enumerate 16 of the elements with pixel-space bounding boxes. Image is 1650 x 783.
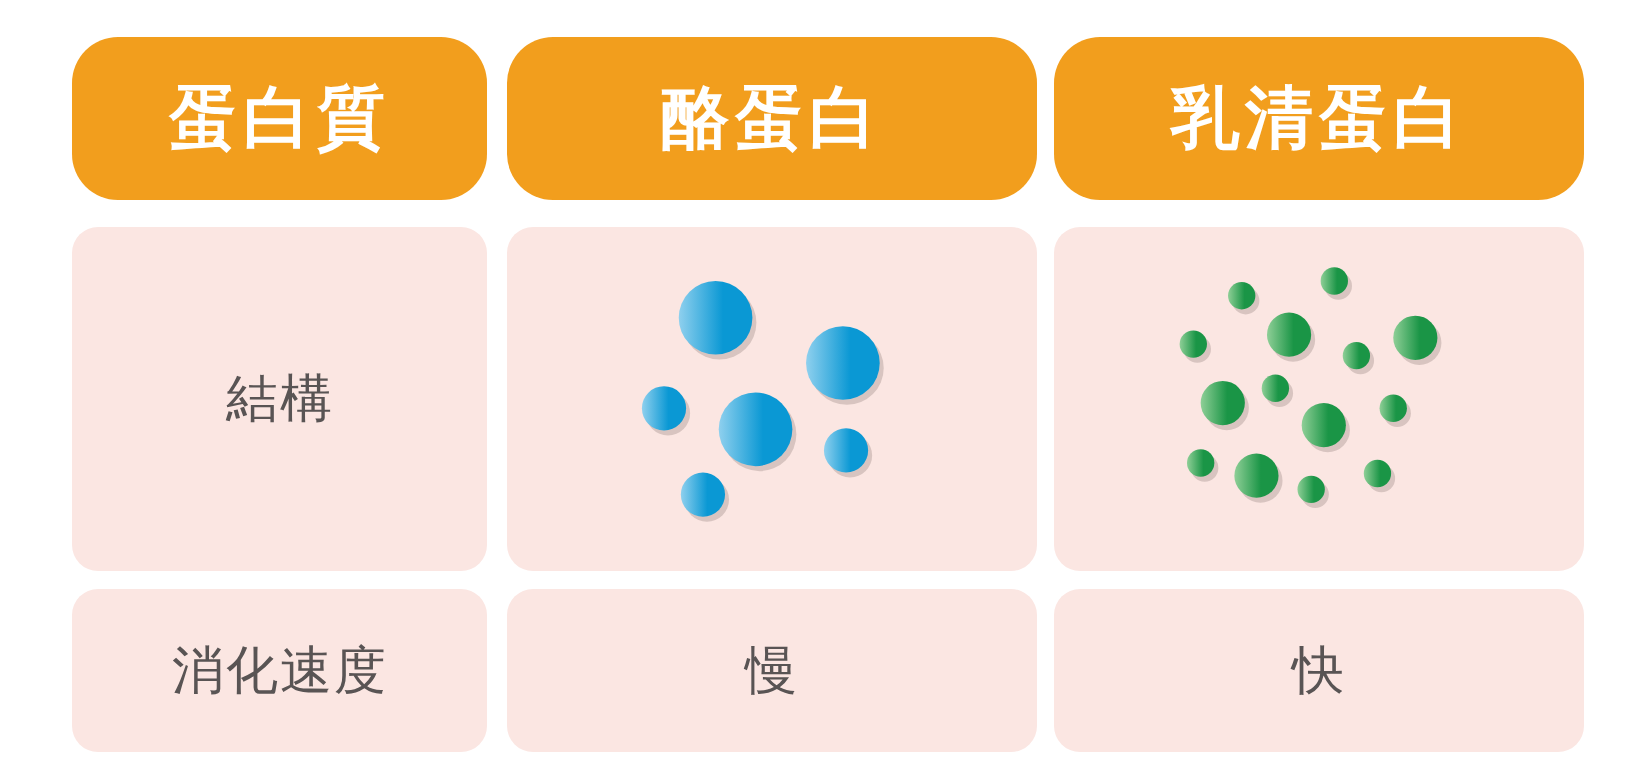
cell-label: 消化速度	[171, 638, 388, 702]
header-label: 酪蛋白	[661, 77, 883, 159]
table-cell	[72, 589, 487, 752]
header-cell	[72, 37, 487, 200]
header-cell	[507, 37, 1037, 200]
header-label: 蛋白質	[168, 77, 391, 159]
header-cell	[1054, 37, 1584, 200]
table-cell	[1054, 227, 1584, 571]
cell-label: 慢	[745, 638, 799, 702]
table-cell	[507, 227, 1037, 571]
header-label: 乳清蛋白	[1171, 77, 1467, 159]
table-cell	[507, 589, 1037, 752]
table-cell	[1054, 589, 1584, 752]
cell-label: 結構	[225, 367, 334, 430]
table-cell	[72, 227, 487, 571]
cell-label: 快	[1292, 638, 1346, 702]
